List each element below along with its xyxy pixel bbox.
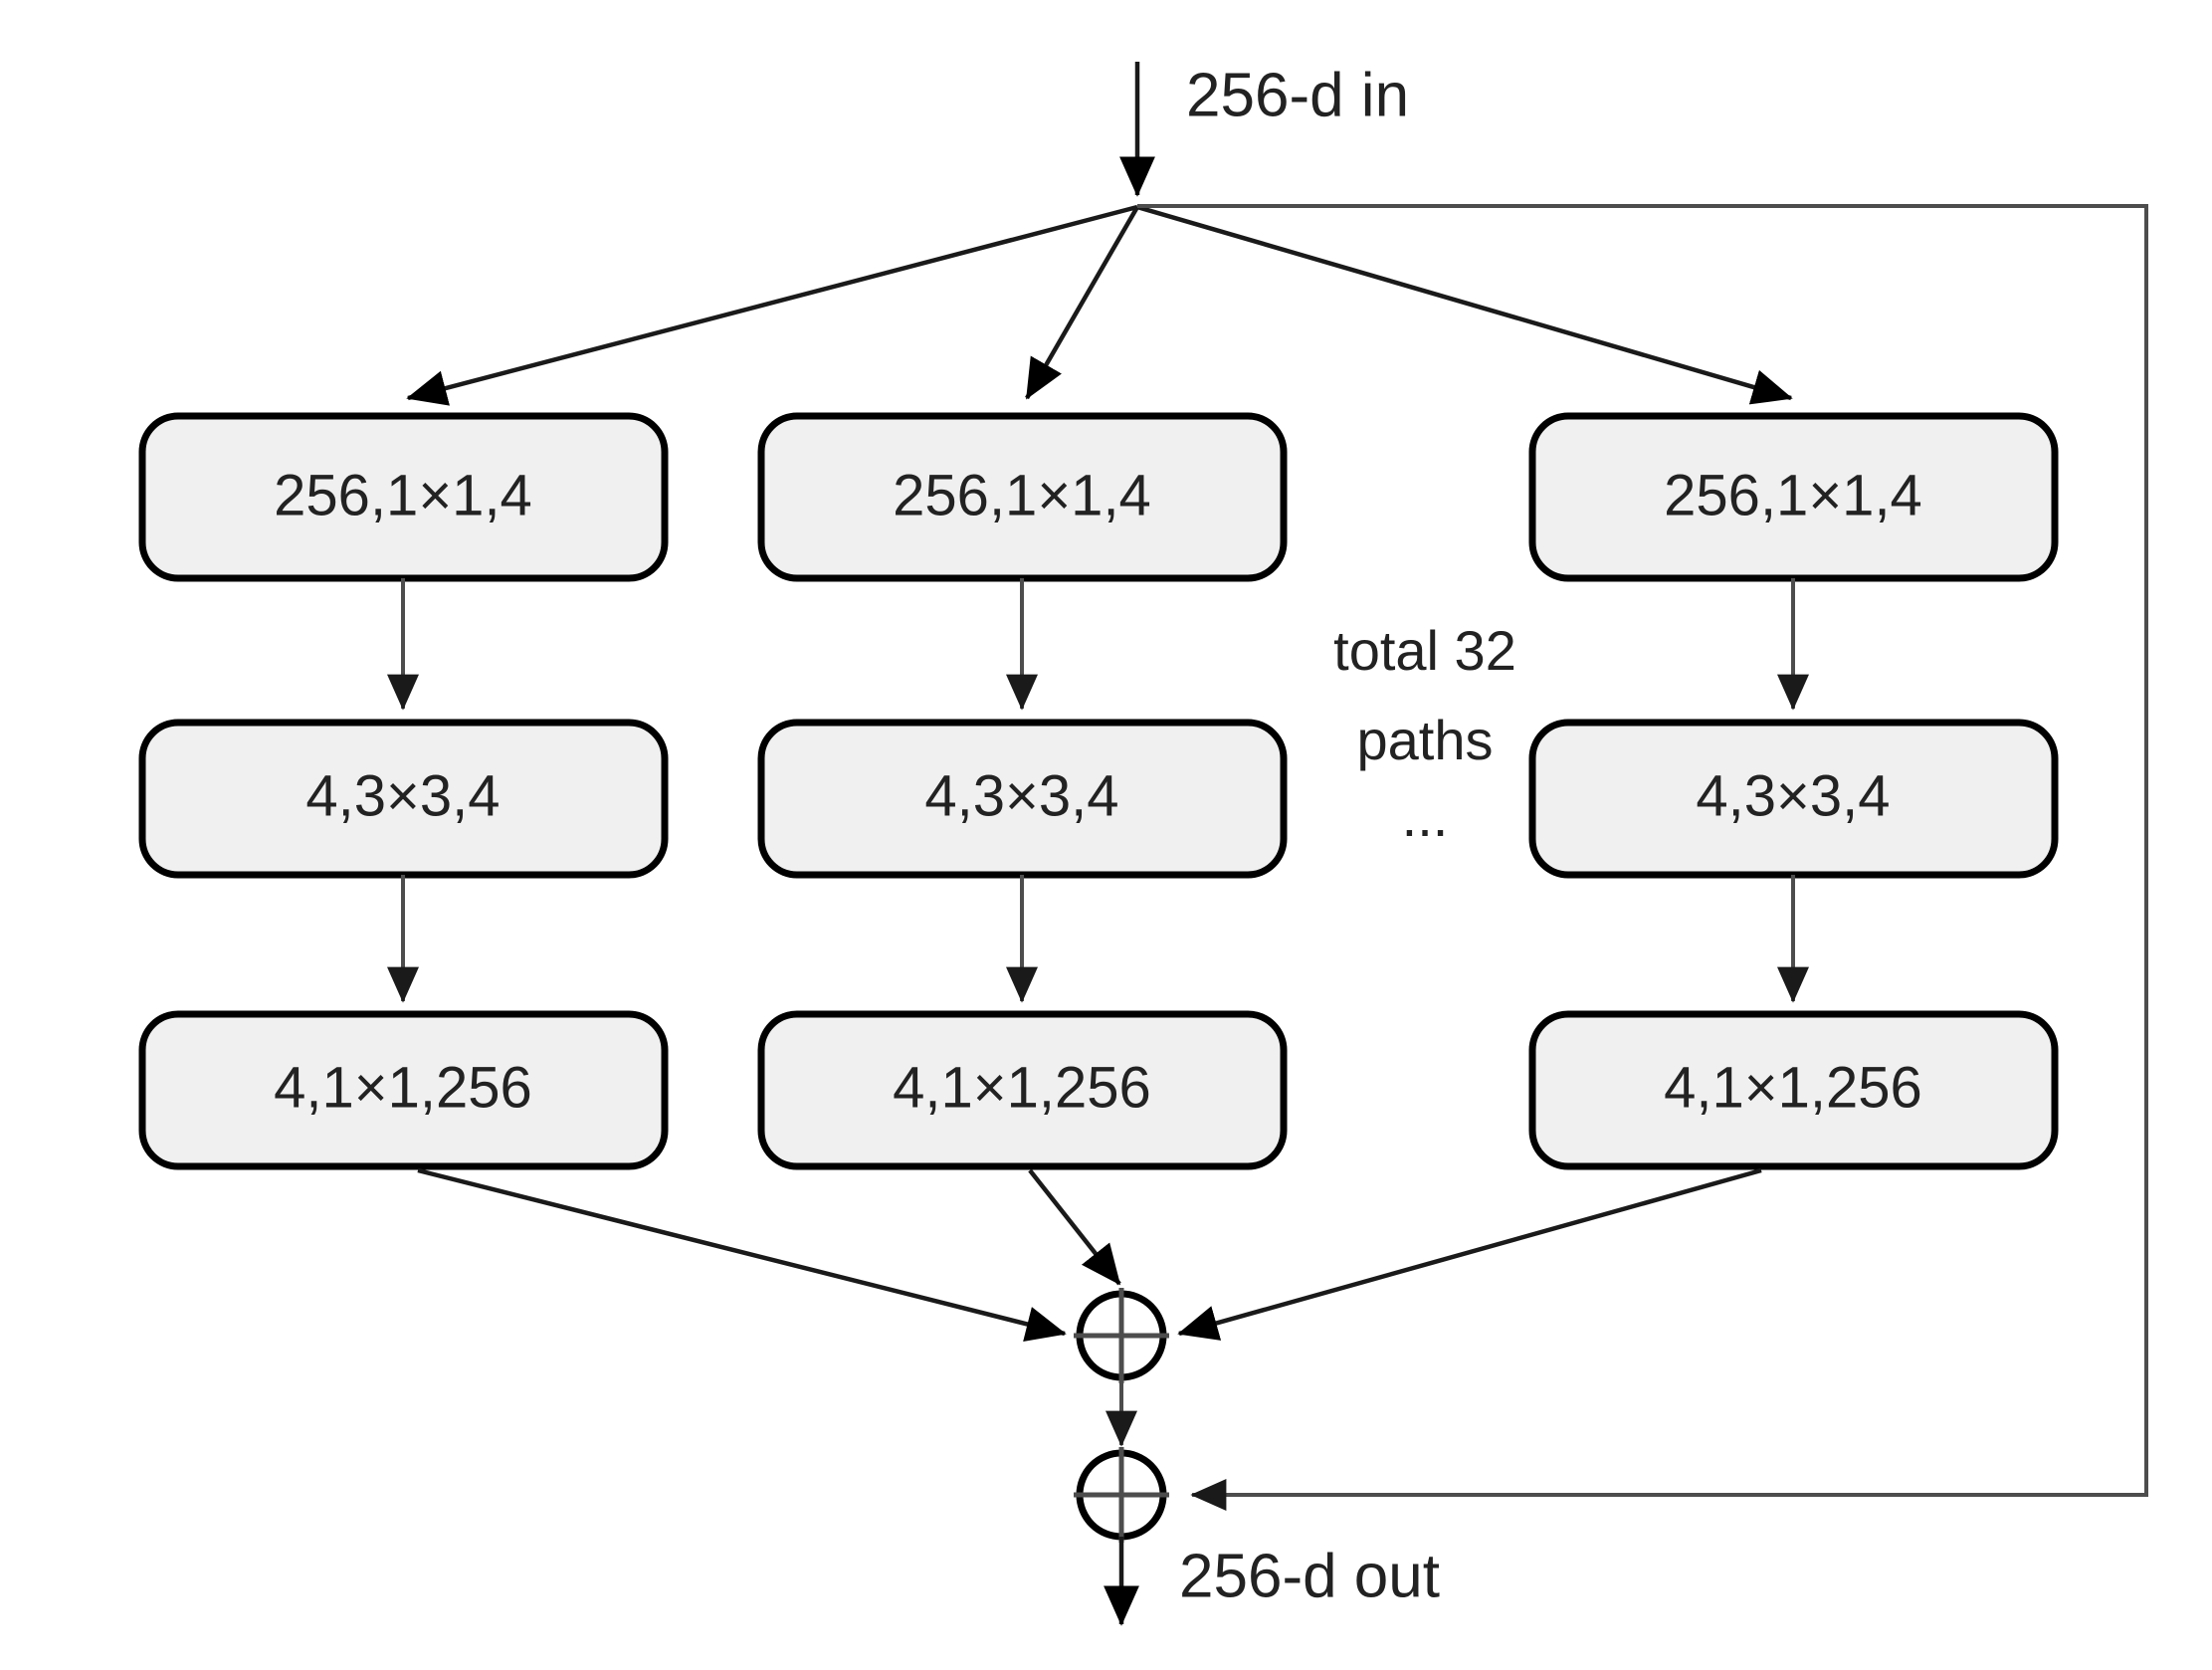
p2-l2-box[interactable]: 4,3×3,4 xyxy=(757,719,1288,879)
fanout-edges xyxy=(406,204,1793,406)
p2-l1-box[interactable]: 256,1×1,4 xyxy=(757,412,1288,582)
note-line-2: paths xyxy=(1357,709,1494,771)
fanout-edge-path-1 xyxy=(406,204,1138,406)
adder-paths[interactable] xyxy=(1074,1288,1169,1383)
p2-l1-label: 256,1×1,4 xyxy=(893,463,1151,527)
note-line-1: total 32 xyxy=(1333,619,1516,682)
p1-edge-to-adder xyxy=(417,1167,1067,1342)
p2-l3-rect[interactable] xyxy=(757,1010,1288,1170)
p32-edge-to-adder xyxy=(1177,1167,1762,1341)
path-2-group: 256,1×1,4 4,3×3,4 4,1×1,256 xyxy=(757,412,1288,1286)
p2-l3-label: 4,1×1,256 xyxy=(893,1055,1151,1120)
p32-l2-box[interactable]: 4,3×3,4 xyxy=(1528,719,2059,879)
adder-shortcut[interactable] xyxy=(1074,1447,1169,1543)
p32-l1-box[interactable]: 256,1×1,4 xyxy=(1528,412,2059,582)
shortcut-path xyxy=(1137,204,2148,1511)
p1-l3-box[interactable]: 4,1×1,256 xyxy=(138,1010,669,1170)
fanout-edge-path-2 xyxy=(1025,205,1139,400)
p1-l2-label: 4,3×3,4 xyxy=(305,763,500,828)
p2-edge-to-adder xyxy=(1028,1168,1121,1286)
p32-l3-box[interactable]: 4,1×1,256 xyxy=(1528,1010,2059,1170)
p1-l3-label: 4,1×1,256 xyxy=(274,1055,532,1120)
p2-l2-label: 4,3×3,4 xyxy=(924,763,1118,828)
p32-l3-label: 4,1×1,256 xyxy=(1664,1055,1922,1120)
input-label: 256-d in xyxy=(1186,61,1409,129)
p1-l1-box[interactable]: 256,1×1,4 xyxy=(138,412,669,582)
fanout-edge-path-32 xyxy=(1136,204,1793,405)
output-label: 256-d out xyxy=(1179,1542,1440,1610)
p1-l2-box[interactable]: 4,3×3,4 xyxy=(138,719,669,879)
paths-note: total 32 paths ... xyxy=(1333,619,1516,848)
p1-l1-label: 256,1×1,4 xyxy=(274,463,532,527)
p2-l3-box[interactable]: 4,1×1,256 xyxy=(757,1010,1288,1170)
path-1-group: 256,1×1,4 4,3×3,4 4,1×1,256 xyxy=(138,412,1067,1342)
path-32-group: 256,1×1,4 4,3×3,4 4,1×1,256 xyxy=(1177,412,2059,1341)
note-ellipsis: ... xyxy=(1402,785,1449,848)
p32-l3-rect[interactable] xyxy=(1528,1010,2059,1170)
p32-l1-label: 256,1×1,4 xyxy=(1664,463,1922,527)
p1-l3-rect[interactable] xyxy=(138,1010,669,1170)
shortcut-connection xyxy=(1137,204,2148,1511)
p32-l2-label: 4,3×3,4 xyxy=(1696,763,1890,828)
